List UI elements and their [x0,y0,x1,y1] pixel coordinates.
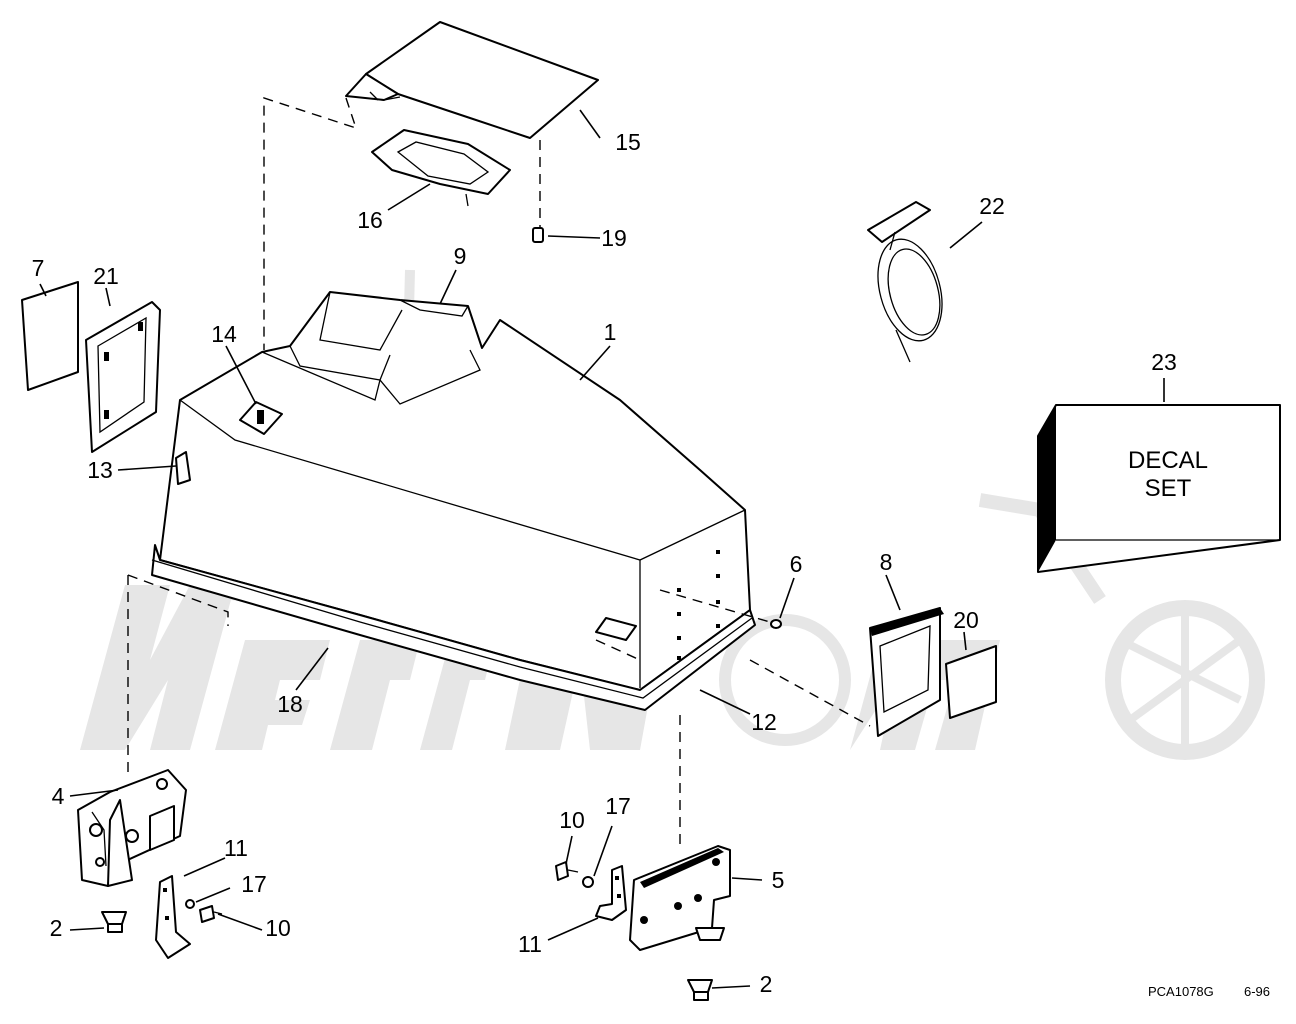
callout-12: 12 [751,709,777,735]
washer-part-17b [582,876,594,888]
assembly-lines [127,97,871,846]
screw-part-6 [770,619,782,629]
callout-17b: 17 [605,793,631,819]
callout-11b: 11 [518,931,542,957]
callout-6: 6 [790,551,803,577]
seal-part-16 [371,129,511,207]
grommet-part-2a [101,911,127,933]
strip-part-11b [595,865,627,921]
decal-line-2: SET [1145,475,1192,502]
ref-code: PCA1078G [1148,984,1214,999]
callout-16: 16 [357,207,383,233]
plate-part-5 [629,845,731,951]
callout-5: 5 [772,867,785,893]
callout-15: 15 [615,129,641,155]
callout-19: 19 [601,225,627,251]
washer-part-17a [185,899,195,909]
callout-21: 21 [93,263,119,289]
callout-17a: 17 [241,871,267,897]
callout-9: 9 [454,243,467,269]
callout-2a: 2 [50,915,63,941]
callout-10b: 10 [559,807,585,833]
grille-part-8 [869,607,944,737]
bracket-part-4 [77,769,187,887]
footer-reference: PCA1078G 6-96 [1148,984,1270,999]
grommet-part-2b [687,979,713,1001]
callout-20: 20 [953,607,979,633]
leader-lines [39,109,1165,989]
callout-7: 7 [32,255,45,281]
hood-cover-part-15 [345,21,599,139]
bolt-part-10b [555,861,579,881]
callout-14: 14 [211,321,237,347]
screw-part-19 [532,227,544,243]
callout-22: 22 [979,193,1005,219]
engine-cowl-part-1 [151,291,756,711]
callout-23: 23 [1151,349,1177,375]
callout-2b: 2 [760,971,773,997]
callout-1: 1 [604,319,617,345]
starter-rope-part-22 [867,201,943,363]
callout-4: 4 [52,783,65,809]
callout-10a: 10 [265,915,291,941]
decal-line-1: DECAL [1128,447,1208,474]
callout-11a: 11 [224,835,248,861]
plate-part-7 [21,281,79,391]
ref-date: 6-96 [1244,984,1270,999]
label-part-20 [945,645,997,719]
bolt-part-10a [199,905,223,923]
callout-labels: 15 16 19 22 23 7 21 9 1 14 13 6 8 20 12 … [32,129,1177,997]
callout-18: 18 [277,691,303,717]
decal-set-part-23: DECAL SET [1037,404,1281,573]
callout-13: 13 [87,457,113,483]
callout-8: 8 [880,549,893,575]
strip-part-11a [155,875,191,959]
frame-part-21 [85,301,161,453]
